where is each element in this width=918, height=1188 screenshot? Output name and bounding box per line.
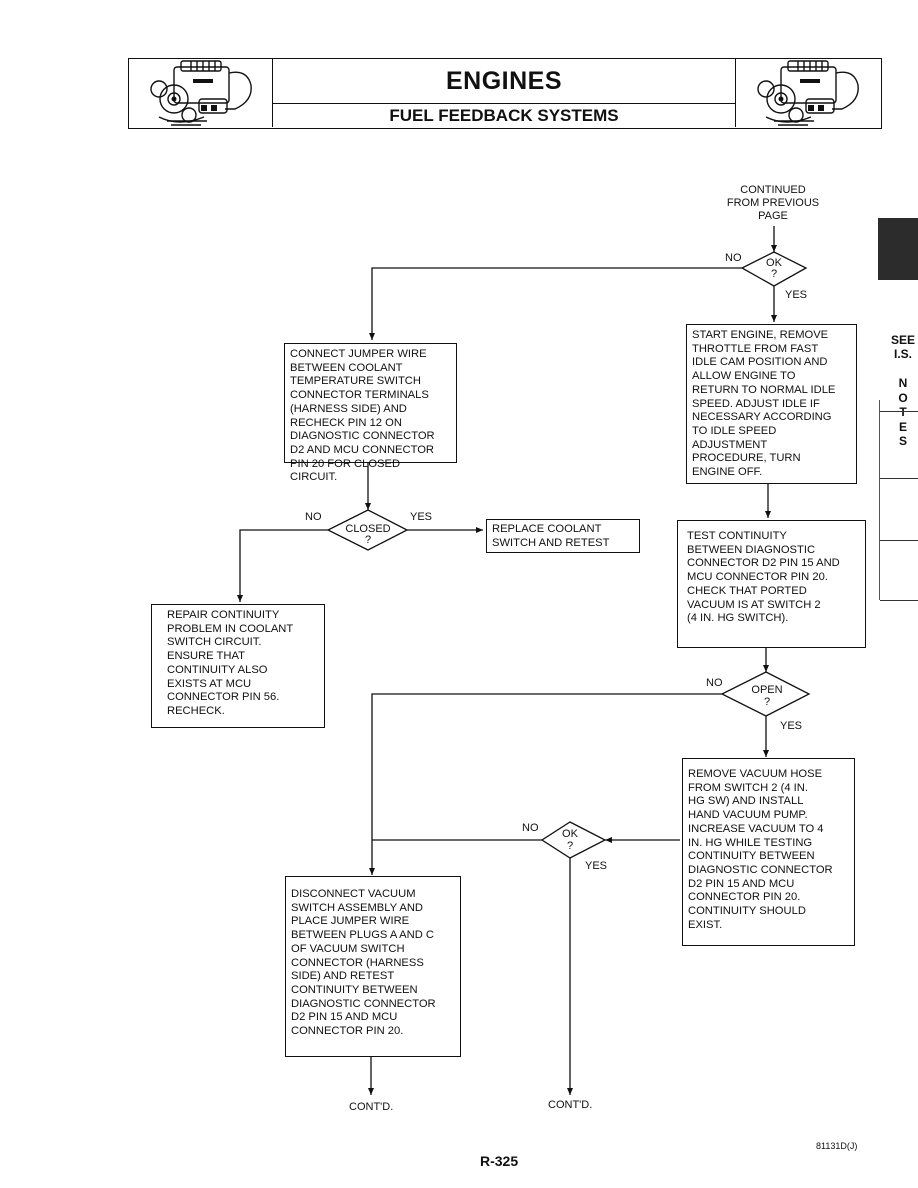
ok1-yes-label: YES <box>785 289 808 301</box>
closed-yes-label: YES <box>410 511 433 523</box>
closed-no-label: NO <box>305 511 322 523</box>
ok2-no-label: NO <box>522 822 539 834</box>
step-start-engine: START ENGINE, REMOVE THROTTLE FROM FAST … <box>686 324 857 484</box>
see-is-text: SEE I.S. <box>890 332 915 362</box>
decision-ok-2-text: OK ? <box>562 828 578 852</box>
tab-divider <box>880 600 918 601</box>
step-replace-coolant-switch: REPLACE COOLANT SWITCH AND RETEST <box>486 519 640 553</box>
decision-closed <box>326 509 409 551</box>
continued-from-label: CONTINUED FROM PREVIOUS PAGE <box>726 184 820 222</box>
tab-divider <box>880 540 918 541</box>
decision-closed-text: CLOSED ? <box>345 523 391 546</box>
page-number: R-325 <box>480 1153 519 1169</box>
tab-edge-line <box>879 400 880 600</box>
step-disconnect-vacuum-switch: DISCONNECT VACUUM SWITCH ASSEMBLY AND PL… <box>285 876 461 1057</box>
engine-illustration-left <box>129 59 273 127</box>
ok1-no-label: NO <box>725 252 742 264</box>
decision-open-text: OPEN ? <box>751 684 783 708</box>
step-remove-vacuum-hose: REMOVE VACUUM HOSE FROM SWITCH 2 (4 IN. … <box>682 758 855 946</box>
step-test-continuity: TEST CONTINUITY BETWEEN DIAGNOSTIC CONNE… <box>677 520 866 648</box>
decision-ok-1-text: OK ? <box>766 257 782 280</box>
tab-divider <box>880 478 918 479</box>
arrow-closed-no <box>237 529 328 602</box>
ok2-yes-label: YES <box>585 860 608 872</box>
contd-right-label: CONT'D. <box>548 1099 593 1111</box>
notes-text: N O T E S <box>898 376 908 448</box>
page-subtitle: FUEL FEEDBACK SYSTEMS <box>389 106 619 125</box>
contd-left-label: CONT'D. <box>349 1101 394 1113</box>
arrow-open-no <box>369 693 722 875</box>
step-repair-continuity: REPAIR CONTINUITY PROBLEM IN COOLANT SWI… <box>151 604 325 728</box>
engine-illustration-right <box>735 59 881 127</box>
open-yes-label: YES <box>780 720 803 732</box>
open-no-label: NO <box>706 677 723 689</box>
step-connect-jumper-wire: CONNECT JUMPER WIRE BETWEEN COOLANT TEMP… <box>284 343 457 483</box>
page-header: ENGINES FUEL FEEDBACK SYSTEMS <box>128 58 882 129</box>
arrow-ok1-no <box>369 267 742 340</box>
section-thumb-tab <box>878 218 918 280</box>
see-notes-label: SEE I.S. N O T E S <box>888 318 918 449</box>
page-title: ENGINES <box>272 59 736 104</box>
figure-code: 81131D(J) <box>816 1141 858 1151</box>
tab-divider <box>880 411 918 412</box>
